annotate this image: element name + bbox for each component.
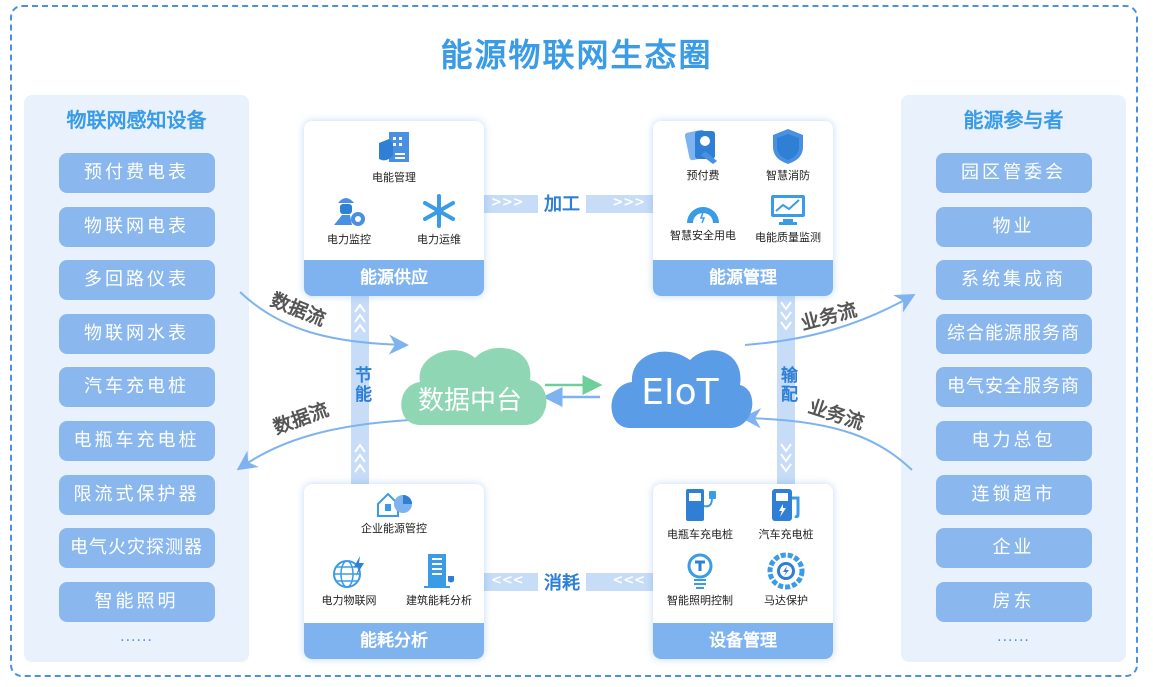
participant-item[interactable]: 系统集成商 xyxy=(935,260,1092,301)
card-title: 能源供应 xyxy=(304,260,484,296)
chevron-right-icon: >>> xyxy=(491,195,524,210)
chevron-up-icon xyxy=(354,323,366,333)
worker-gear-icon xyxy=(334,198,365,226)
chevron-up-icon xyxy=(354,453,366,463)
gauge-icon xyxy=(687,207,719,224)
connector-label-consumption: 消耗 xyxy=(538,569,586,595)
connector-label-processing: 加工 xyxy=(538,190,586,216)
data-flow-out-arrow xyxy=(236,419,411,471)
device-item[interactable]: 限流式保护器 xyxy=(58,474,215,515)
energy-saving-connector xyxy=(351,296,369,486)
feature-power-maintenance[interactable]: 电力运维 xyxy=(394,193,484,247)
energy-analysis-card[interactable]: 企业能源管控 电力物联网 建筑能耗分析 能耗分析 xyxy=(304,484,484,659)
data-platform-label: 数据中台 xyxy=(417,386,522,416)
data-platform-cloud xyxy=(401,347,547,425)
feature-building-energy-analysis[interactable]: 建筑能耗分析 xyxy=(394,552,484,608)
business-flow-out-arrow xyxy=(744,294,916,346)
feature-smart-lighting[interactable]: 智能照明控制 xyxy=(655,552,745,608)
device-item[interactable]: 电瓶车充电桩 xyxy=(58,420,215,461)
feature-ebike-charger[interactable]: 电瓶车充电桩 xyxy=(655,486,745,542)
participant-item[interactable]: 园区管委会 xyxy=(935,153,1092,193)
device-item[interactable]: 物联网电表 xyxy=(58,206,215,247)
monitor-chart-icon xyxy=(771,195,805,225)
connector-label-energy-saving: 节能 xyxy=(351,366,371,404)
participant-item[interactable]: 房东 xyxy=(935,581,1092,622)
participant-item[interactable]: 综合能源服务商 xyxy=(935,313,1092,354)
data-flow-in-arrow xyxy=(239,291,409,355)
charger-plug-icon xyxy=(686,489,716,521)
energy-participants-panel: 能源参与者 园区管委会 物业 系统集成商 综合能源服务商 电气安全服务商 电力总… xyxy=(901,95,1126,662)
feature-power-quality[interactable]: 电能质量监测 xyxy=(743,193,833,245)
card-title: 设备管理 xyxy=(653,623,833,659)
chevron-left-icon: <<< xyxy=(491,573,524,588)
feature-smart-fire[interactable]: 智慧消防 xyxy=(743,127,833,183)
feature-power-monitoring[interactable]: 电力监控 xyxy=(304,193,394,247)
participant-item[interactable]: 企业 xyxy=(935,528,1092,569)
chevron-up-icon xyxy=(354,313,366,323)
chevron-down-icon xyxy=(780,321,792,331)
globe-lightning-icon xyxy=(333,556,364,588)
more-indicator: ······ xyxy=(997,633,1030,650)
building-plug-icon xyxy=(424,554,454,588)
iot-devices-panel: 物联网感知设备 预付费电表 物联网电表 多回路仪表 物联网水表 汽车充电桩 电瓶… xyxy=(24,95,249,662)
device-item[interactable]: 多回路仪表 xyxy=(58,260,215,301)
chevron-up-icon xyxy=(354,303,366,313)
chevron-up-icon xyxy=(354,443,366,453)
feature-prepaid[interactable]: 预付费 xyxy=(658,127,748,183)
device-item[interactable]: 汽车充电桩 xyxy=(58,367,215,408)
device-item[interactable]: 预付费电表 xyxy=(58,153,215,193)
chevron-right-icon: >>> xyxy=(612,195,645,210)
page-title: 能源物联网生态圈 xyxy=(440,36,713,74)
house-pie-icon xyxy=(377,492,412,517)
panel-title: 能源参与者 xyxy=(963,108,1064,132)
eiot-label: EIoT xyxy=(641,372,719,413)
feature-enterprise-energy-control[interactable]: 企业能源管控 xyxy=(349,490,439,536)
device-management-card[interactable]: 电瓶车充电桩 汽车充电桩 智能照明控制 马达保护 设备管理 xyxy=(653,484,833,659)
bulb-icon xyxy=(687,553,713,589)
panel-title: 物联网感知设备 xyxy=(66,108,207,132)
snowflake-network-icon xyxy=(423,194,455,228)
feature-power-iot[interactable]: 电力物联网 xyxy=(304,554,394,608)
business-flow-in-arrow xyxy=(741,408,913,471)
card-title: 能源管理 xyxy=(653,260,833,296)
feature-smart-safe-power[interactable]: 智慧安全用电 xyxy=(658,197,748,243)
ecosystem-frame xyxy=(10,5,1138,677)
card-title: 能耗分析 xyxy=(304,623,484,659)
participant-item[interactable]: 物业 xyxy=(935,206,1092,247)
chevron-down-icon xyxy=(780,453,792,463)
prepaid-card-icon xyxy=(684,129,717,164)
feature-car-charger[interactable]: 汽车充电桩 xyxy=(741,486,831,542)
device-item[interactable]: 物联网水表 xyxy=(58,313,215,354)
building-shield-icon xyxy=(379,132,409,162)
chevron-down-icon xyxy=(780,311,792,321)
shield-icon xyxy=(773,129,803,164)
device-item[interactable]: 电气火灾探测器 xyxy=(58,528,215,569)
device-item[interactable]: 智能照明 xyxy=(58,581,215,622)
energy-supply-card[interactable]: 电能管理 电力监控 电力运维 能源供应 xyxy=(304,121,484,296)
participant-item[interactable]: 电气安全服务商 xyxy=(935,367,1092,408)
participant-item[interactable]: 电力总包 xyxy=(935,420,1092,461)
feature-energy-management[interactable]: 电能管理 xyxy=(349,129,439,185)
participant-item[interactable]: 连锁超市 xyxy=(935,474,1092,515)
chevron-up-icon xyxy=(354,463,366,473)
energy-management-card[interactable]: 预付费 智慧消防 智慧安全用电 电能质量监测 能源管理 xyxy=(653,121,833,296)
connector-label-distribution: 输配 xyxy=(777,366,797,404)
chevron-left-icon: <<< xyxy=(612,573,645,588)
distribution-connector xyxy=(777,296,795,486)
eiot-cloud xyxy=(611,350,753,428)
chevron-down-icon xyxy=(780,463,792,473)
more-indicator: ······ xyxy=(120,633,153,650)
motor-gear-icon xyxy=(767,552,805,590)
feature-motor-protection[interactable]: 马达保护 xyxy=(741,552,831,608)
fuel-charger-icon xyxy=(772,489,800,521)
chevron-down-icon xyxy=(780,443,792,453)
chevron-down-icon xyxy=(780,301,792,311)
